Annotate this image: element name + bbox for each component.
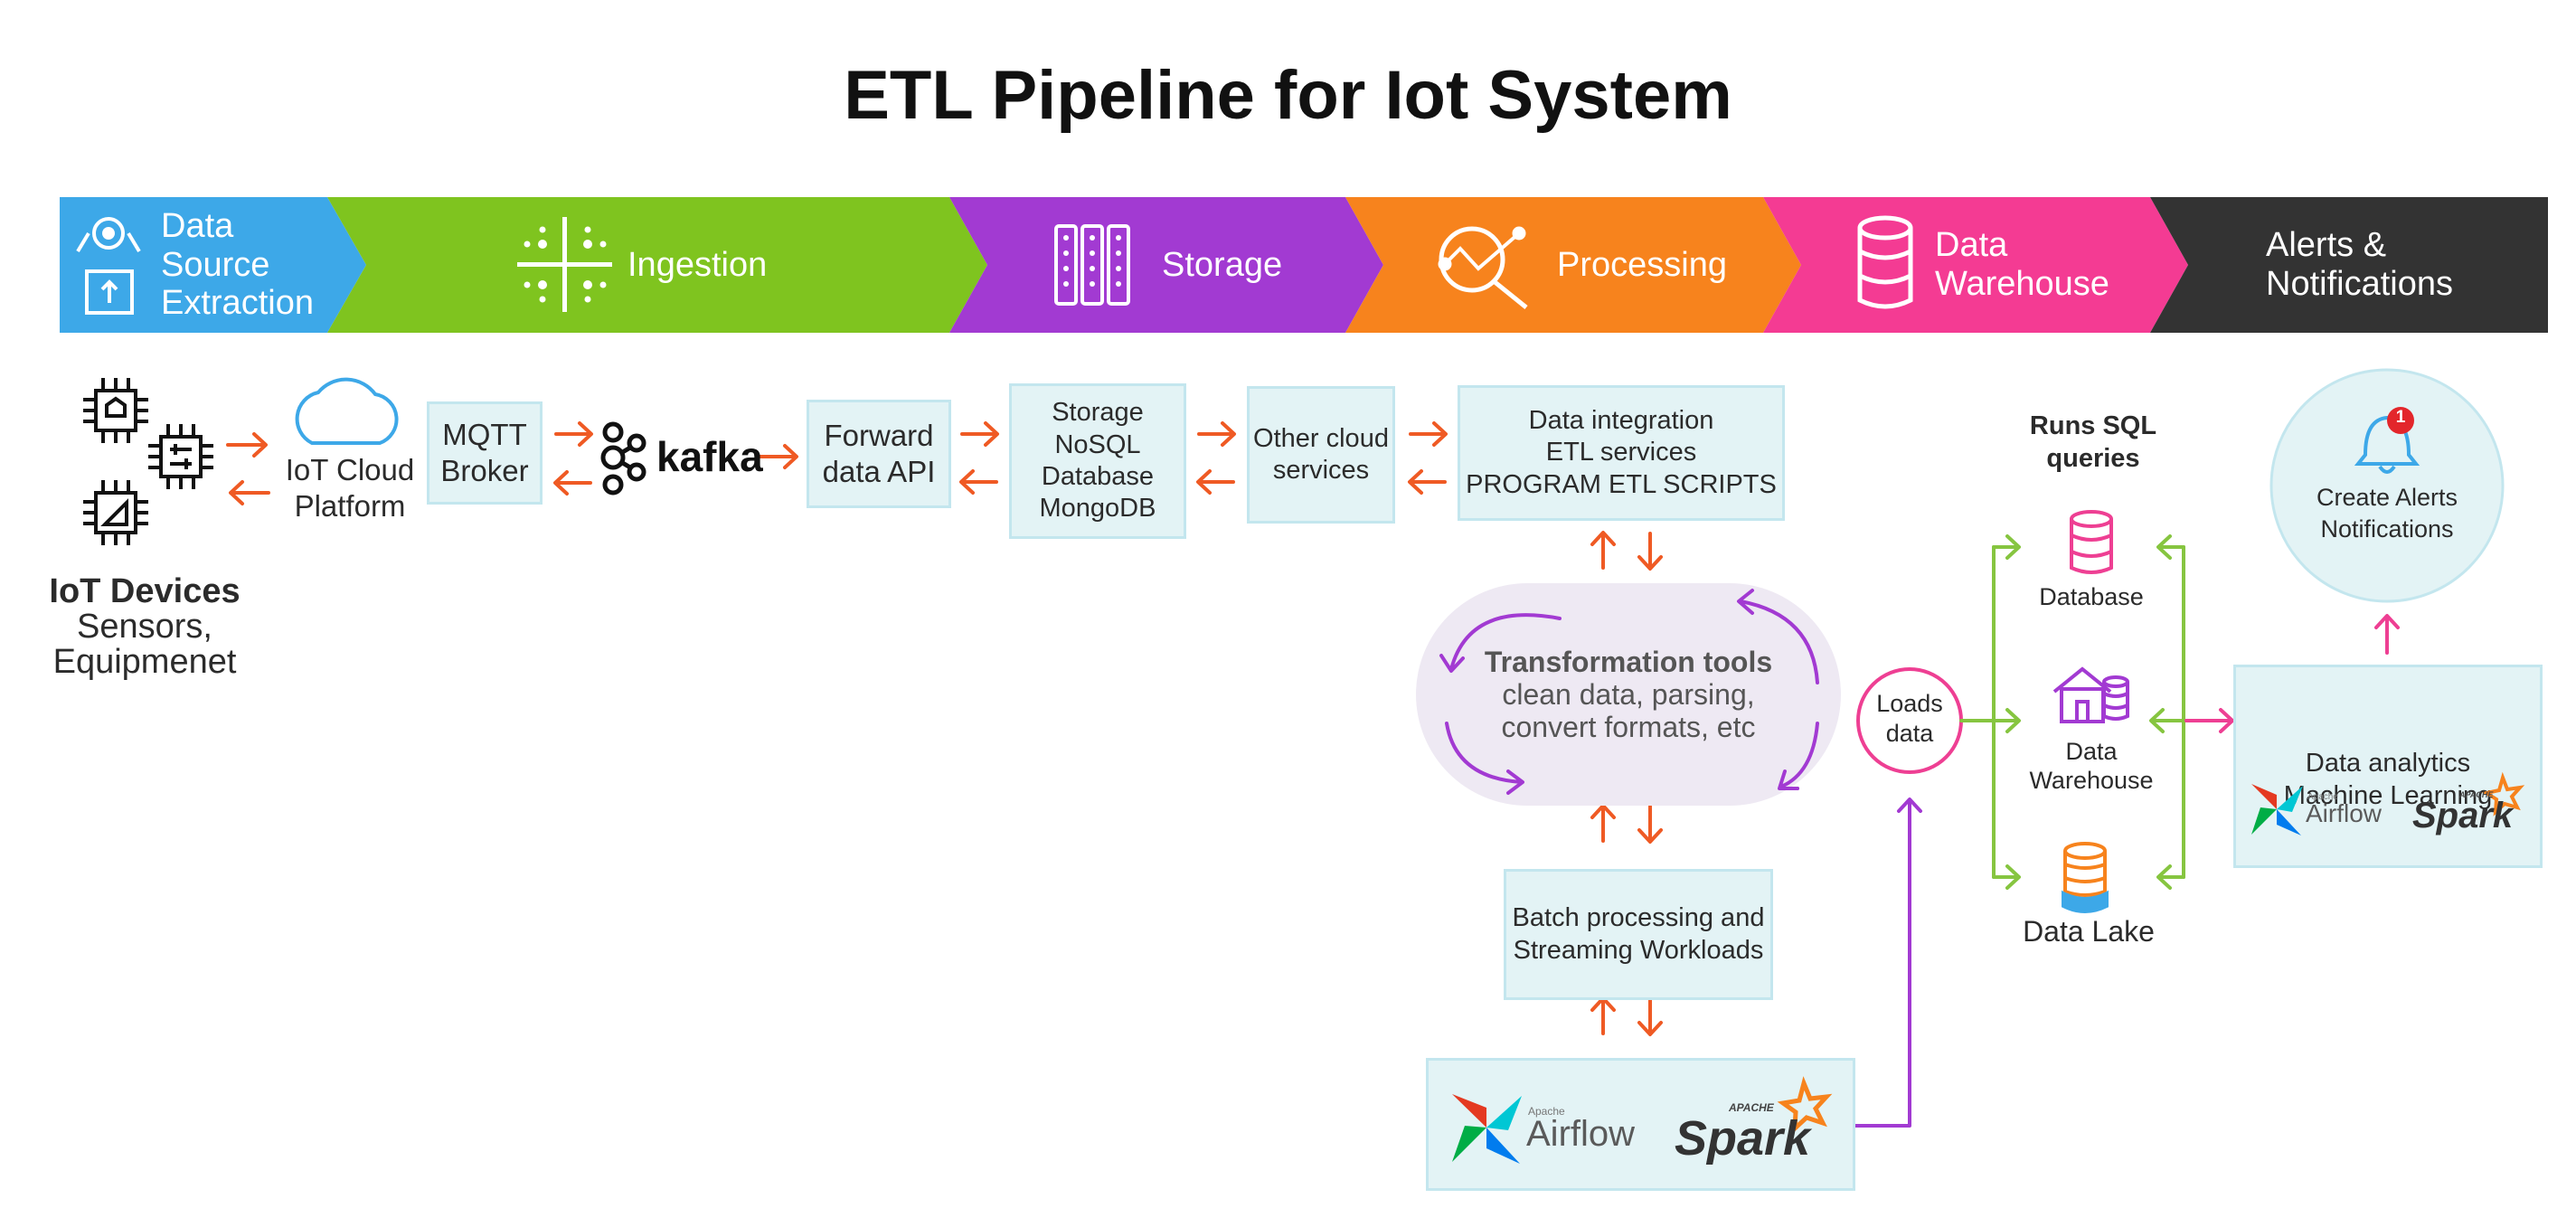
arrow-cloud-integration bbox=[1408, 421, 1448, 495]
loads-data-label: Loads data bbox=[1876, 690, 1943, 747]
stage-label-warehouse: Data Warehouse bbox=[1935, 226, 2109, 303]
airflow-label: Airflow bbox=[1526, 1114, 1636, 1154]
other-cloud-box: Other cloud services bbox=[1247, 386, 1395, 524]
alerts-circle bbox=[2269, 368, 2505, 603]
database-icon bbox=[2070, 510, 2113, 574]
database-label: Database bbox=[2039, 583, 2144, 610]
notification-badge-count: 1 bbox=[2395, 408, 2406, 427]
storage-nosql-box: Storage NoSQL Database MongoDB bbox=[1009, 383, 1186, 539]
arrow-analytics-alerts bbox=[2374, 614, 2400, 655]
stage-label-alerts: Alerts & Notifications bbox=[2266, 226, 2453, 303]
arrow-devices-cloud bbox=[226, 432, 270, 505]
arrow-storage-cloud bbox=[1196, 421, 1236, 495]
page-title: ETL Pipeline for Iot System bbox=[844, 57, 1732, 134]
airflow-logo-icon bbox=[2251, 784, 2303, 835]
analytics-box: Data analytics Machine Learning bbox=[2233, 665, 2543, 868]
spark-label: Spark bbox=[1675, 1111, 1811, 1166]
iot-chip-icon bbox=[148, 424, 213, 489]
stage-label-data-source: Data Source Extraction bbox=[161, 207, 314, 323]
alerts-line2: Notifications bbox=[2320, 515, 2454, 543]
cloud-icon bbox=[295, 377, 399, 445]
forward-api-box: Forward data API bbox=[807, 400, 951, 508]
band-warehouse bbox=[1763, 197, 2188, 333]
warehouse-label: Data Warehouse bbox=[2029, 738, 2154, 795]
analytics-line1: Data analytics bbox=[2305, 749, 2471, 779]
analytics-line2: Machine Learning bbox=[2283, 780, 2493, 810]
iot-chip-icon bbox=[83, 378, 148, 443]
iot-devices-line3: Equipmenet bbox=[52, 643, 237, 682]
batch-processing-box: Batch processing and Streaming Workloads bbox=[1504, 869, 1773, 1000]
arrow-transform-batch bbox=[1590, 804, 1663, 844]
analytics-airflow-label: Airflow bbox=[2306, 799, 2383, 827]
integration-line3: PROGRAM ETL SCRIPTS bbox=[1466, 469, 1777, 499]
arrow-kafka-api bbox=[758, 444, 798, 469]
notification-badge bbox=[2387, 407, 2414, 434]
spark-star-icon bbox=[2481, 771, 2525, 816]
arrow-api-storage bbox=[959, 421, 999, 495]
data-integration-box: Data integration ETL services PROGRAM ET… bbox=[1458, 385, 1785, 521]
storage-servers-icon bbox=[1054, 224, 1130, 306]
kafka-label: kafka bbox=[656, 433, 763, 480]
alerts-line1: Create Alerts bbox=[2316, 484, 2458, 511]
band-data-source bbox=[60, 197, 366, 333]
spark-small-label: APACHE bbox=[1729, 1101, 1774, 1114]
mqtt-broker-box: MQTT Broker bbox=[427, 401, 543, 505]
airflow-logo-icon bbox=[1452, 1094, 1522, 1164]
integration-line2: ETL services bbox=[1545, 438, 1697, 467]
data-lake-icon bbox=[2062, 842, 2109, 913]
arrow-tools-loads bbox=[1852, 798, 1922, 1128]
analytics-airflow-small: Apache bbox=[2307, 792, 2338, 802]
arrow-integration-transform bbox=[1590, 531, 1663, 571]
band-alerts bbox=[2150, 197, 2548, 333]
stage-label-processing: Processing bbox=[1557, 245, 1727, 284]
integration-line1: Data integration bbox=[1528, 405, 1714, 435]
ingestion-grid-icon bbox=[517, 217, 612, 312]
kafka-icon bbox=[600, 421, 646, 496]
database-icon bbox=[1857, 215, 1913, 309]
iot-devices-line2: Sensors, bbox=[77, 608, 212, 647]
cloud-platform-label: IoT Cloud Platform bbox=[285, 453, 415, 524]
data-lake-label: Data Lake bbox=[2023, 915, 2155, 948]
arrow-broker-kafka bbox=[553, 421, 593, 496]
arrow-loads-targets bbox=[1959, 534, 2021, 890]
arrow-warehouse-analytics bbox=[2184, 708, 2234, 733]
stage-label-storage: Storage bbox=[1162, 245, 1283, 284]
band-ingestion bbox=[327, 197, 987, 333]
iot-devices-title: IoT Devices bbox=[49, 572, 241, 610]
robot-extraction-icon bbox=[76, 217, 141, 315]
warehouse-house-icon bbox=[2052, 666, 2129, 723]
spark-star-icon bbox=[1777, 1076, 1833, 1135]
analytics-spark-small: APACHE bbox=[2459, 790, 2494, 799]
analytics-spark-label: Spark bbox=[2412, 796, 2514, 835]
sql-queries-label: Runs SQL queries bbox=[2029, 411, 2157, 474]
airflow-small-label: Apache bbox=[1528, 1105, 1565, 1118]
iot-devices-label: IoT Devices Sensors, Equipmenet bbox=[18, 572, 271, 682]
analytics-magnifier-icon bbox=[1438, 226, 1528, 309]
alerts-label: Create Alerts Notifications bbox=[2279, 482, 2496, 545]
stage-label-ingestion: Ingestion bbox=[627, 245, 768, 284]
arrow-targets-analytics bbox=[2149, 534, 2188, 890]
iot-chip-icon bbox=[83, 480, 148, 545]
